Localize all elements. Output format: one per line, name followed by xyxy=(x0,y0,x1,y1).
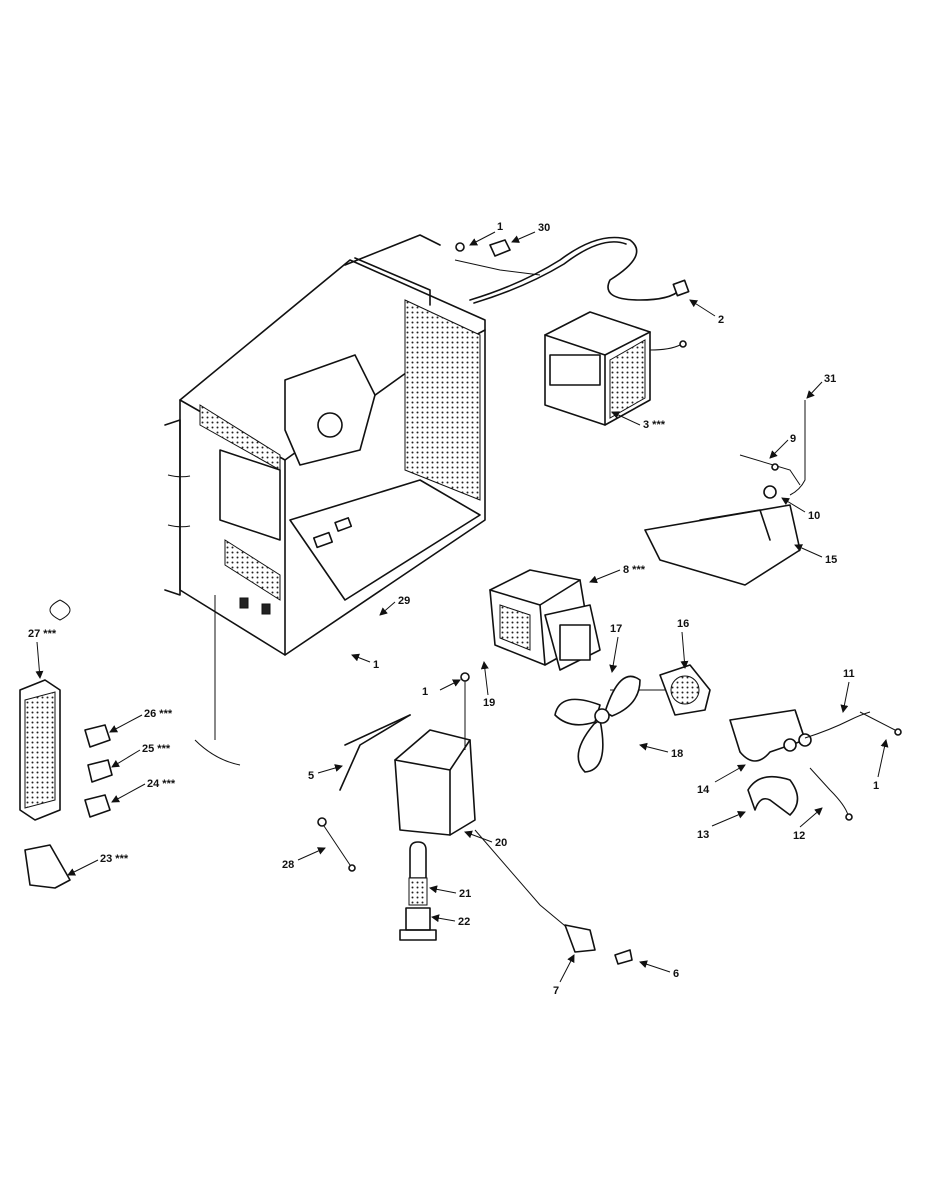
callout-28: 28 xyxy=(282,859,294,871)
callout-31: 31 xyxy=(824,373,836,385)
callout-27: 27 *** xyxy=(28,628,57,640)
thermal-cutout-7 xyxy=(474,829,633,965)
callout-10: 10 xyxy=(808,510,820,522)
mounting-bracket xyxy=(644,400,806,586)
lamp-bulb xyxy=(408,841,428,906)
callout-22: 22 xyxy=(458,916,470,928)
callout-1-b: 1 xyxy=(373,659,379,671)
callout-25: 25 *** xyxy=(142,743,171,755)
capacitor-clamp xyxy=(747,775,799,816)
callout-14: 14 xyxy=(697,784,710,796)
callout-23: 23 *** xyxy=(100,853,129,865)
callout-30: 30 xyxy=(538,222,550,234)
high-voltage-capacitor xyxy=(729,709,902,762)
thermal-cutout-28 xyxy=(317,817,356,872)
callout-2: 2 xyxy=(718,314,724,326)
callout-1: 1 xyxy=(497,221,503,233)
callout-16: 16 xyxy=(677,618,689,630)
callout-29: 29 xyxy=(398,595,410,607)
callout-24: 24 *** xyxy=(147,778,176,790)
high-voltage-diode xyxy=(809,767,853,821)
cabinet-chassis xyxy=(164,234,486,740)
callout-20: 20 xyxy=(495,837,507,849)
high-voltage-transformer xyxy=(544,311,687,426)
wire-harness-5 xyxy=(339,714,411,791)
power-cord xyxy=(454,236,690,304)
callout-8: 8 *** xyxy=(623,564,646,576)
callout-19: 19 xyxy=(483,697,495,709)
callout-labels: 1 30 2 31 3 *** 9 10 15 8 *** 29 1 17 16… xyxy=(28,221,879,997)
callout-12: 12 xyxy=(793,830,805,842)
callout-18: 18 xyxy=(671,748,683,760)
callout-21: 21 xyxy=(459,888,471,900)
interlock-switch-assembly xyxy=(19,599,241,889)
callout-leaders xyxy=(35,231,889,983)
fan-blade xyxy=(554,675,641,773)
callout-6: 6 xyxy=(673,968,679,980)
callout-1-c: 1 xyxy=(422,686,428,698)
callout-11: 11 xyxy=(843,668,855,680)
callout-5: 5 xyxy=(308,770,314,782)
callout-7: 7 xyxy=(553,985,559,997)
air-duct xyxy=(394,672,476,836)
callout-17: 17 xyxy=(610,623,622,635)
callout-15: 15 xyxy=(825,554,837,566)
callout-26: 26 *** xyxy=(144,708,173,720)
magnetron xyxy=(489,569,601,671)
callout-9: 9 xyxy=(790,433,796,445)
callout-3: 3 *** xyxy=(643,419,666,431)
callout-1-d: 1 xyxy=(873,780,879,792)
callout-13: 13 xyxy=(697,829,709,841)
lamp-socket xyxy=(399,907,437,941)
